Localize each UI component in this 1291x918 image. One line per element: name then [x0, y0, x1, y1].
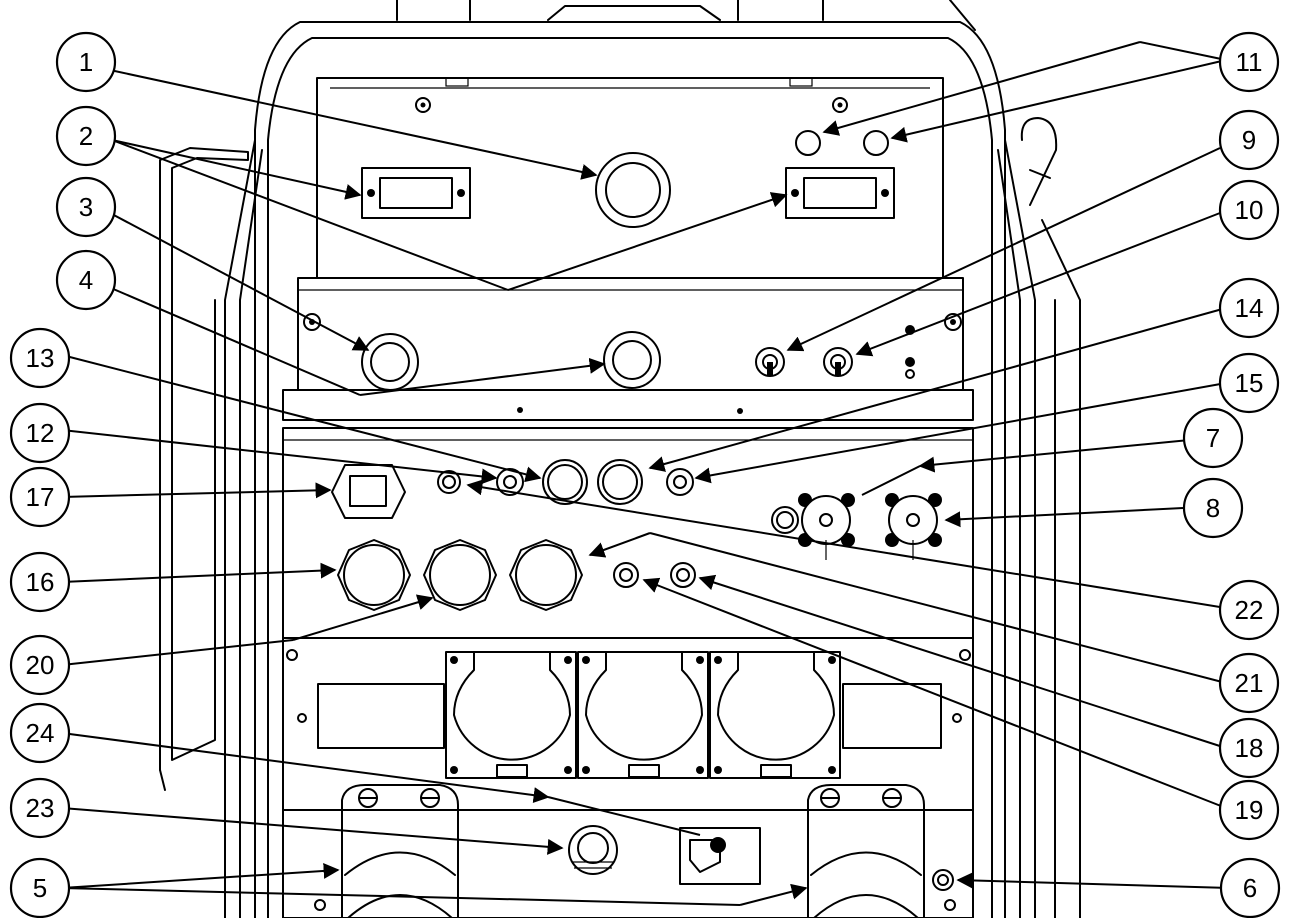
callout-10-label: 10	[1235, 195, 1264, 225]
callout-24-label: 24	[26, 718, 55, 748]
callout-14-label: 14	[1235, 293, 1264, 323]
socket-17	[331, 464, 406, 519]
right-hook	[1020, 117, 1081, 918]
callout-8: 8	[1182, 477, 1244, 539]
callout-5-label: 5	[33, 873, 47, 903]
callout-16-label: 16	[26, 567, 55, 597]
callout-19-label: 19	[1235, 795, 1264, 825]
toggle-switch-9	[755, 347, 785, 377]
callout-15: 15	[1218, 352, 1280, 414]
connector-8	[885, 493, 942, 560]
callout-3-label: 3	[79, 192, 93, 222]
callout-23: 23	[9, 777, 71, 839]
bottom-panel	[282, 784, 974, 918]
callout-19: 19	[1218, 779, 1280, 841]
callout-9: 9	[1218, 109, 1280, 171]
fitting-6	[932, 869, 954, 891]
outlet-2	[577, 651, 709, 779]
knob-3	[361, 333, 419, 391]
callout-21: 21	[1218, 652, 1280, 714]
callout-1: 1	[55, 31, 117, 93]
callout-12-label: 12	[26, 418, 55, 448]
connector-panel	[282, 427, 974, 639]
machine-drawing	[159, 0, 1081, 918]
callout-5: 5	[9, 857, 71, 918]
emergency-stop-23	[568, 825, 618, 875]
callout-10: 10	[1218, 179, 1280, 241]
middle-panel	[282, 277, 974, 421]
top-center-knob	[595, 152, 671, 228]
callout-12: 12	[9, 402, 71, 464]
callout-7-label: 7	[1206, 423, 1220, 453]
callout-2-label: 2	[79, 121, 93, 151]
callout-3: 3	[55, 176, 117, 238]
big-terminal-21	[509, 539, 583, 611]
outlet-1	[445, 651, 577, 779]
callout-6: 6	[1219, 857, 1281, 918]
callout-17: 17	[9, 466, 71, 528]
lifting-lug-left	[341, 784, 459, 918]
callout-22-label: 22	[1235, 595, 1264, 625]
leader-lines	[61, 41, 1231, 906]
callout-4: 4	[55, 249, 117, 311]
callout-13-label: 13	[26, 343, 55, 373]
callout-14: 14	[1218, 277, 1280, 339]
callout-1-label: 1	[79, 47, 93, 77]
callout-15-label: 15	[1235, 368, 1264, 398]
callout-20: 20	[9, 634, 71, 696]
callout-18-label: 18	[1235, 733, 1264, 763]
callout-8-label: 8	[1206, 493, 1220, 523]
big-terminal-20	[423, 539, 497, 611]
callout-2: 2	[55, 105, 117, 167]
big-terminal-16	[337, 539, 411, 611]
callout-17-label: 17	[26, 482, 55, 512]
connector-7	[798, 493, 855, 560]
callout-7: 7	[1182, 407, 1244, 469]
callout-22: 22	[1218, 579, 1280, 641]
callout-13: 13	[9, 327, 71, 389]
top-fittings	[396, 0, 976, 31]
callout-16: 16	[9, 551, 71, 613]
callout-18: 18	[1218, 717, 1280, 779]
callouts: 1 2 3 4 5 6 7 8 9 10 11 12 13 14 15 16 1…	[9, 31, 1281, 918]
key-switch-24	[679, 827, 761, 885]
left-meter	[361, 167, 471, 219]
right-meter	[785, 167, 895, 219]
housing-outline	[224, 21, 1036, 918]
callout-20-label: 20	[26, 650, 55, 680]
knob-4	[603, 331, 661, 389]
callout-9-label: 9	[1242, 125, 1256, 155]
callout-23-label: 23	[26, 793, 55, 823]
callout-11-label: 11	[1236, 47, 1263, 77]
callout-21-label: 21	[1235, 668, 1264, 698]
lifting-lug-right	[807, 784, 925, 918]
callout-6-label: 6	[1243, 873, 1257, 903]
callout-11: 11	[1218, 31, 1280, 93]
callout-24: 24	[9, 702, 71, 764]
toggle-switch-10	[823, 347, 853, 377]
outlet-3	[709, 651, 841, 779]
callout-4-label: 4	[79, 265, 93, 295]
